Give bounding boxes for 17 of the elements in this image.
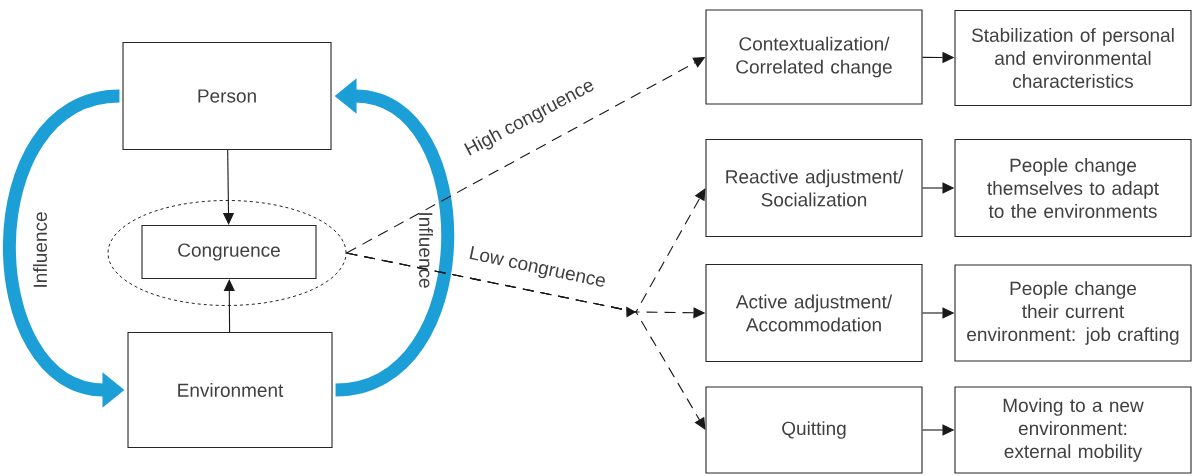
arrow [345, 252, 706, 430]
process-box: Active adjustment/ Accommodation [705, 263, 923, 363]
edge-label: Low congruence [469, 246, 605, 287]
process-box: Congruence [141, 224, 317, 280]
edge-label: Influence [419, 213, 433, 288]
process-box: Contextualization/ Correlated change [705, 9, 923, 105]
process-box: Quitting [705, 386, 923, 474]
edge-label: Influence [33, 212, 47, 287]
process-box: Reactive adjustment/ Socialization [705, 138, 923, 238]
dashed-ellipse [107, 200, 347, 306]
process-box: People change themselves to adapt to the environments [954, 138, 1192, 238]
process-box: People change their current environment: job crafting [954, 264, 1192, 362]
environment-box: Environment [127, 331, 333, 449]
process-box: Stabilization of personal and environmental characteristics [954, 9, 1192, 107]
arrow [223, 279, 235, 333]
person-box: Person [122, 41, 332, 151]
process-box: Moving to a new environment: external mobility [954, 386, 1192, 474]
